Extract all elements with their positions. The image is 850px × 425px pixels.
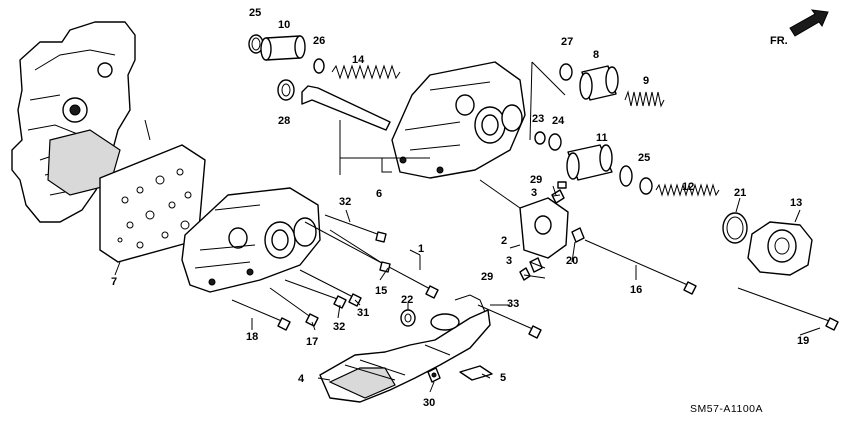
callout-32-upper: 32 bbox=[339, 196, 351, 208]
front-arrow-icon bbox=[789, 9, 829, 37]
separator-plate bbox=[99, 144, 206, 263]
secondary-valve-body bbox=[391, 61, 526, 179]
callout-19: 19 bbox=[797, 335, 809, 347]
cover-plate-assembly bbox=[519, 181, 585, 281]
strainer-gasket bbox=[459, 365, 493, 381]
callout-6: 6 bbox=[376, 188, 382, 200]
callout-21: 21 bbox=[734, 187, 746, 199]
leader-lines bbox=[114, 61, 821, 393]
callout-14: 14 bbox=[352, 54, 365, 66]
callout-25-lower: 25 bbox=[638, 152, 650, 164]
callout-25-upper: 25 bbox=[249, 7, 261, 19]
callout-9: 9 bbox=[643, 75, 649, 87]
callout-5: 5 bbox=[500, 372, 506, 384]
callout-22: 22 bbox=[401, 294, 413, 306]
callout-28: 28 bbox=[278, 115, 290, 127]
callout-31: 31 bbox=[357, 307, 369, 319]
lower-valve-body bbox=[181, 187, 321, 293]
callout-11: 11 bbox=[596, 132, 608, 144]
callout-13: 13 bbox=[790, 197, 802, 209]
callout-23: 23 bbox=[532, 113, 544, 125]
callout-4: 4 bbox=[298, 373, 305, 385]
callout-32-lower: 32 bbox=[333, 321, 345, 333]
callout-33: 33 bbox=[507, 298, 519, 310]
callout-20: 20 bbox=[566, 255, 578, 267]
callout-18: 18 bbox=[246, 331, 258, 343]
callout-8: 8 bbox=[593, 49, 599, 61]
callout-labels: 1 2 3 3 4 5 6 7 8 9 10 11 12 13 14 15 16… bbox=[111, 7, 809, 409]
callout-17: 17 bbox=[306, 336, 318, 348]
oil-strainer bbox=[319, 294, 491, 403]
callout-16: 16 bbox=[630, 284, 642, 296]
callout-2: 2 bbox=[501, 235, 507, 247]
front-direction-indicator: FR. bbox=[770, 9, 829, 47]
o-ring-22 bbox=[400, 309, 416, 327]
callout-27: 27 bbox=[561, 36, 573, 48]
direction-label: FR. bbox=[770, 35, 788, 47]
drawing-code: SM57-A1100A bbox=[690, 403, 763, 415]
callout-29-upper: 29 bbox=[530, 174, 542, 186]
callout-29-lower: 29 bbox=[481, 271, 493, 283]
callout-3-lower: 3 bbox=[506, 255, 512, 267]
callout-26: 26 bbox=[313, 35, 325, 47]
callout-24: 24 bbox=[552, 115, 565, 127]
callout-15: 15 bbox=[375, 285, 387, 297]
valve-components bbox=[248, 34, 813, 276]
callout-1: 1 bbox=[418, 243, 424, 255]
callout-10: 10 bbox=[278, 19, 290, 31]
callout-12: 12 bbox=[682, 181, 694, 193]
valve-body-bolts bbox=[231, 214, 839, 383]
callout-3-upper: 3 bbox=[531, 187, 537, 199]
callout-30: 30 bbox=[423, 397, 435, 409]
callout-7: 7 bbox=[111, 276, 117, 288]
